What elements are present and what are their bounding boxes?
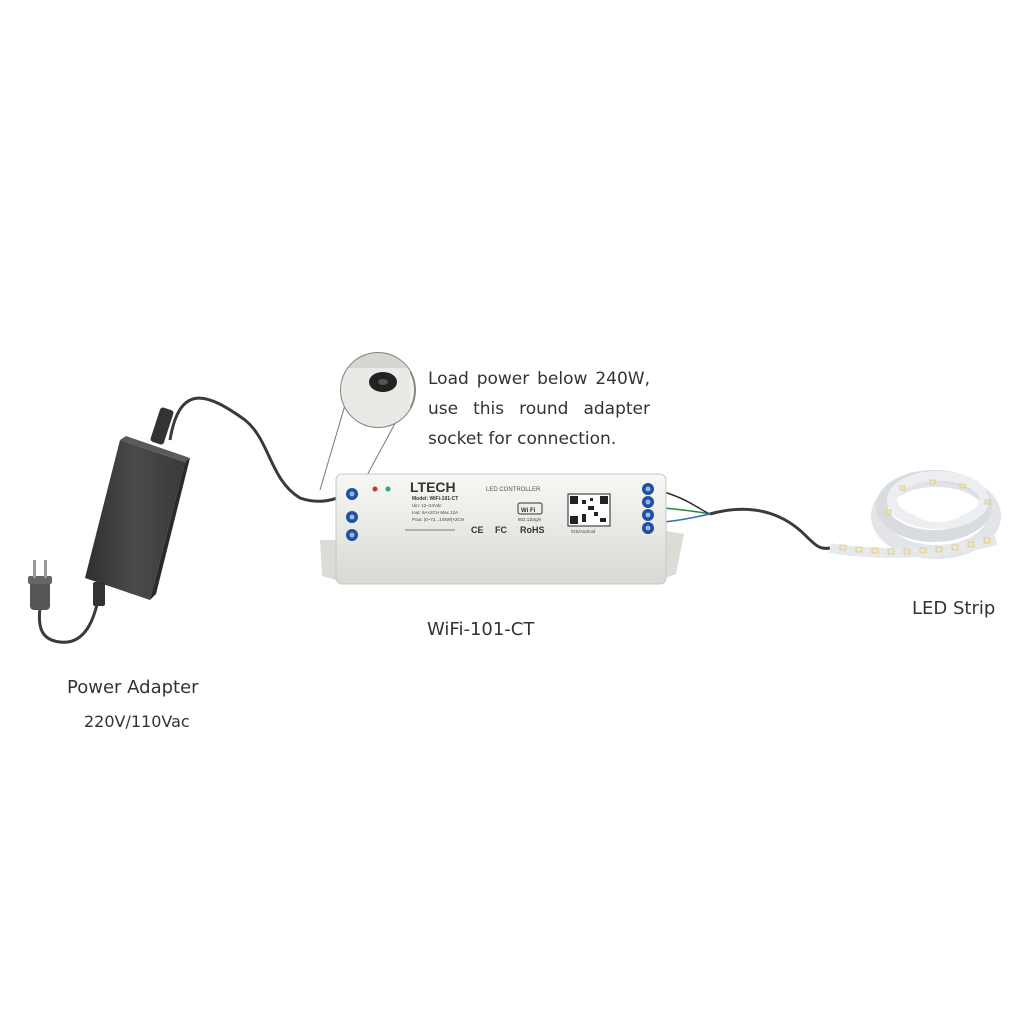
controller-rohs: RoHS: [520, 525, 545, 535]
plug-icon: [28, 560, 52, 610]
controller-subtitle: LED CONTROLLER: [486, 487, 541, 493]
controller-row-pout: Pout: (0~72...144W)×2CH: [412, 517, 464, 522]
controller-row-iout: Iout: 6A×2CH Max 12A: [412, 510, 458, 515]
power-adapter: [85, 407, 190, 606]
adapter-label: Power Adapter: [67, 677, 199, 698]
note-line-2: use this round adapter: [428, 399, 650, 419]
wifi-badge: [517, 502, 543, 515]
ac-cable: [37, 589, 102, 644]
controller-model: Model: WiFi-101-CT: [412, 496, 458, 502]
controller-freq: 802.11b/g/n: [518, 517, 542, 522]
dc-cable: [168, 396, 353, 503]
note-line-3: socket for connection.: [428, 429, 617, 449]
controller-label: WiFi-101-CT: [427, 619, 535, 640]
controller-row-uin: Uin: 12~24Vdc: [412, 503, 442, 508]
socket-magnifier: [319, 352, 416, 493]
controller-os: iOS/Android: [571, 529, 596, 534]
controller-box: LTECH LED CONTROLLER Model: WiFi-101-CT …: [320, 473, 684, 585]
qr-code: [567, 493, 611, 527]
note-line-1: Load power below 240W,: [428, 369, 650, 389]
led-strip: [829, 470, 1001, 559]
controller-brand: LTECH: [410, 479, 456, 495]
adapter-voltage-label: 220V/110Vac: [84, 712, 190, 731]
controller-ce: CE: [471, 525, 484, 535]
led-strip-label: LED Strip: [912, 598, 996, 619]
controller-fc: FC: [495, 525, 507, 535]
controller-wifi-text: Wi Fi: [521, 508, 536, 514]
output-wires: [663, 491, 831, 550]
